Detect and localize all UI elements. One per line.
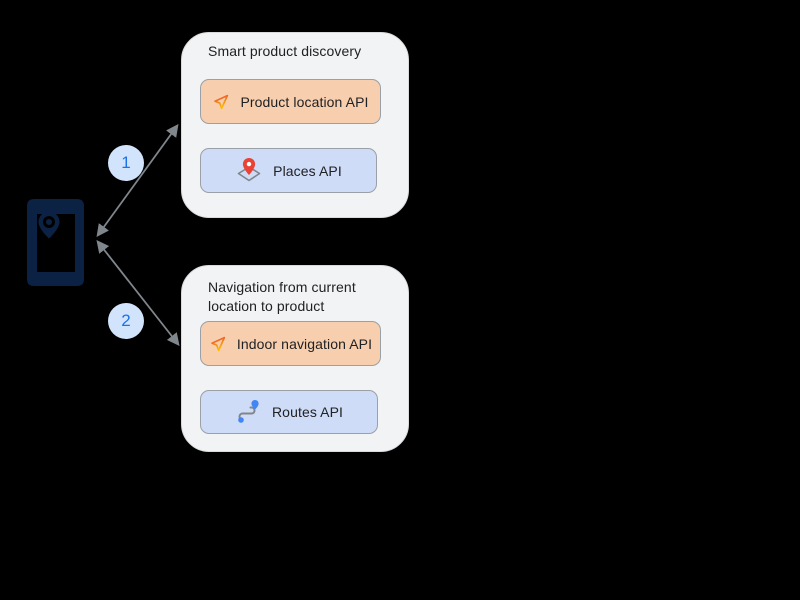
group-title: Navigation from current location to prod… [208, 279, 356, 314]
group-title: Smart product discovery [208, 43, 362, 59]
chip-routes-api: Routes API [200, 390, 378, 434]
smartphone-icon [27, 199, 84, 286]
chip-places-api: Places API [200, 148, 377, 193]
chip-label: Routes API [271, 404, 344, 420]
group-navigation-to-product: Navigation from current location to prod… [181, 265, 409, 452]
navigation-arrow-icon [212, 93, 230, 111]
step-badge-2: 2 [108, 303, 144, 339]
mobile-device [27, 199, 84, 286]
chip-indoor-navigation-api: Indoor navigation API [200, 321, 381, 366]
step-badge-1-label: 1 [121, 153, 131, 172]
route-icon [235, 399, 262, 425]
step-badge-2-label: 2 [121, 311, 131, 330]
connector-line-1 [96, 123, 179, 238]
step-badge-1: 1 [108, 145, 144, 181]
chip-product-location-api: Product location API [200, 79, 381, 124]
group-smart-product-discovery: Smart product discovery Product location… [181, 32, 409, 218]
chip-label: Indoor navigation API [236, 335, 373, 352]
location-pin-icon [38, 211, 60, 239]
connector-line-2 [96, 240, 180, 346]
map-pin-icon [235, 157, 263, 184]
navigation-arrow-icon [209, 335, 227, 353]
chip-label: Product location API [240, 93, 369, 110]
chip-label: Places API [273, 162, 342, 179]
